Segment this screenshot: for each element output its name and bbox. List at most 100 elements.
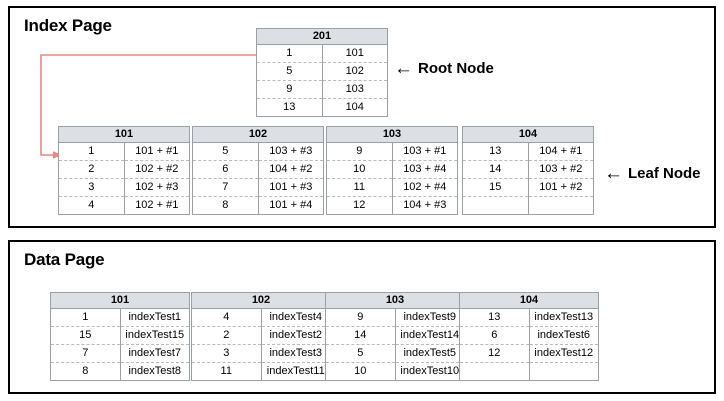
left-arrow-icon: ←: [604, 163, 623, 184]
table-row: 8 101 + #4: [193, 196, 323, 214]
table-row: 10 indexTest10: [326, 362, 464, 380]
leaf-value-cell: 101 + #2: [528, 178, 593, 197]
table-row: 10 103 + #4: [327, 160, 457, 179]
root-value-cell: 101: [322, 44, 387, 63]
leaf-header: 103: [327, 127, 457, 143]
table-row: 7 indexTest7: [51, 344, 189, 363]
leaf-node-table-101: 101 1 101 + #1 2 102 + #2 3 102 + #3 4 1…: [58, 126, 190, 215]
data-value-cell: indexTest3: [261, 344, 330, 363]
data-key-cell: 1: [51, 308, 121, 327]
leaf-key-cell: 12: [327, 196, 393, 214]
leaf-value-cell: 101 + #3: [258, 178, 323, 197]
data-page-header: 101: [51, 293, 189, 309]
table-row: 8 indexTest8: [51, 362, 189, 380]
data-value-cell: indexTest7: [120, 344, 189, 363]
leaf-value-cell: 104 + #1: [528, 142, 593, 161]
leaf-value-cell: 103 + #3: [258, 142, 323, 161]
data-page-table-102: 102 4 indexTest4 2 indexTest2 3 indexTes…: [191, 292, 331, 381]
table-row: 7 101 + #3: [193, 178, 323, 197]
table-row: 5 103 + #3: [193, 142, 323, 161]
data-value-cell: indexTest14: [395, 326, 464, 345]
leaf-key-cell-empty: [463, 196, 529, 214]
table-row: 14 103 + #2: [463, 160, 593, 179]
root-value-cell: 102: [322, 62, 387, 81]
table-row: 2 102 + #2: [59, 160, 189, 179]
data-value-cell-empty: [529, 363, 598, 381]
table-row: 14 indexTest14: [326, 326, 464, 345]
data-key-cell: 4: [192, 308, 262, 327]
data-key-cell: 7: [51, 344, 121, 363]
table-row: 1 indexTest1: [51, 308, 189, 327]
root-key-cell: 13: [257, 98, 323, 116]
leaf-key-cell: 7: [193, 178, 259, 197]
leaf-value-cell: 101 + #4: [269, 199, 313, 211]
table-row: 13 104: [257, 98, 387, 116]
table-row: 3 indexTest3: [192, 344, 330, 363]
table-row: 9 103: [257, 80, 387, 99]
table-row-empty: [460, 362, 598, 381]
data-value-cell: indexTest6: [529, 326, 598, 345]
leaf-node-table-102: 102 5 103 + #3 6 104 + #2 7 101 + #3 8 1…: [192, 126, 324, 215]
table-row: 1 101: [257, 44, 387, 63]
data-value-cell: indexTest2: [261, 326, 330, 345]
table-row: 12 104 + #3: [327, 196, 457, 214]
leaf-value-cell-empty: [528, 197, 593, 215]
leaf-value-cell: 104 + #3: [403, 199, 447, 211]
leaf-value-cell: 102 + #2: [124, 160, 189, 179]
root-node-header: 201: [257, 29, 387, 45]
leaf-value-cell: 102 + #4: [392, 178, 457, 197]
data-key-cell: 14: [326, 326, 396, 345]
data-key-cell: 2: [192, 326, 262, 345]
data-value-cell: indexTest11: [266, 365, 325, 377]
table-row: 2 indexTest2: [192, 326, 330, 345]
data-key-cell: 12: [460, 344, 530, 363]
root-value-cell: 103: [322, 80, 387, 99]
index-page-title: Index Page: [24, 16, 112, 35]
table-row: 6 104 + #2: [193, 160, 323, 179]
leaf-value-cell: 103 + #2: [528, 160, 593, 179]
data-key-cell: 8: [51, 362, 121, 380]
leaf-key-cell: 3: [59, 178, 125, 197]
leaf-key-cell: 4: [59, 196, 125, 214]
root-node-callout: ← Root Node: [394, 59, 494, 78]
data-page-table-101: 101 1 indexTest1 15 indexTest15 7 indexT…: [50, 292, 190, 381]
leaf-node-table-104: 104 13 104 + #1 14 103 + #2 15 101 + #2: [462, 126, 594, 215]
table-row: 13 indexTest13: [460, 308, 598, 327]
data-page-header: 104: [460, 293, 598, 309]
leaf-key-cell: 10: [327, 160, 393, 179]
table-row-empty: [463, 196, 593, 215]
table-row: 5 indexTest5: [326, 344, 464, 363]
leaf-key-cell: 8: [193, 196, 259, 214]
leaf-key-cell: 6: [193, 160, 259, 179]
data-page-table-104: 104 13 indexTest13 6 indexTest6 12 index…: [459, 292, 599, 381]
leaf-key-cell: 11: [327, 178, 393, 197]
data-value-cell: indexTest9: [395, 308, 464, 327]
table-row: 15 101 + #2: [463, 178, 593, 197]
data-key-cell: 3: [192, 344, 262, 363]
leaf-value-cell: 103 + #1: [392, 142, 457, 161]
data-value-cell: indexTest5: [395, 344, 464, 363]
data-key-cell: 6: [460, 326, 530, 345]
leaf-key-cell: 1: [59, 142, 125, 161]
leaf-header: 104: [463, 127, 593, 143]
data-page-table-103: 103 9 indexTest9 14 indexTest14 5 indexT…: [325, 292, 465, 381]
data-key-cell: 9: [326, 308, 396, 327]
data-value-cell: indexTest8: [128, 365, 182, 377]
data-value-cell: indexTest15: [120, 326, 189, 345]
root-key-cell: 9: [257, 80, 323, 99]
table-row: 11 102 + #4: [327, 178, 457, 197]
data-value-cell: indexTest4: [261, 308, 330, 327]
leaf-value-cell: 101 + #1: [124, 142, 189, 161]
root-key-cell: 5: [257, 62, 323, 81]
table-row: 9 indexTest9: [326, 308, 464, 327]
table-row: 12 indexTest12: [460, 344, 598, 363]
data-key-cell: 10: [326, 362, 396, 380]
table-row: 3 102 + #3: [59, 178, 189, 197]
leaf-header: 102: [193, 127, 323, 143]
leaf-value-cell: 102 + #1: [135, 199, 179, 211]
data-key-cell: 13: [460, 308, 530, 327]
leaf-key-cell: 13: [463, 142, 529, 161]
data-value-cell: indexTest10: [400, 365, 460, 377]
leaf-node-callout: ← Leaf Node: [604, 164, 701, 183]
table-row: 5 102: [257, 62, 387, 81]
